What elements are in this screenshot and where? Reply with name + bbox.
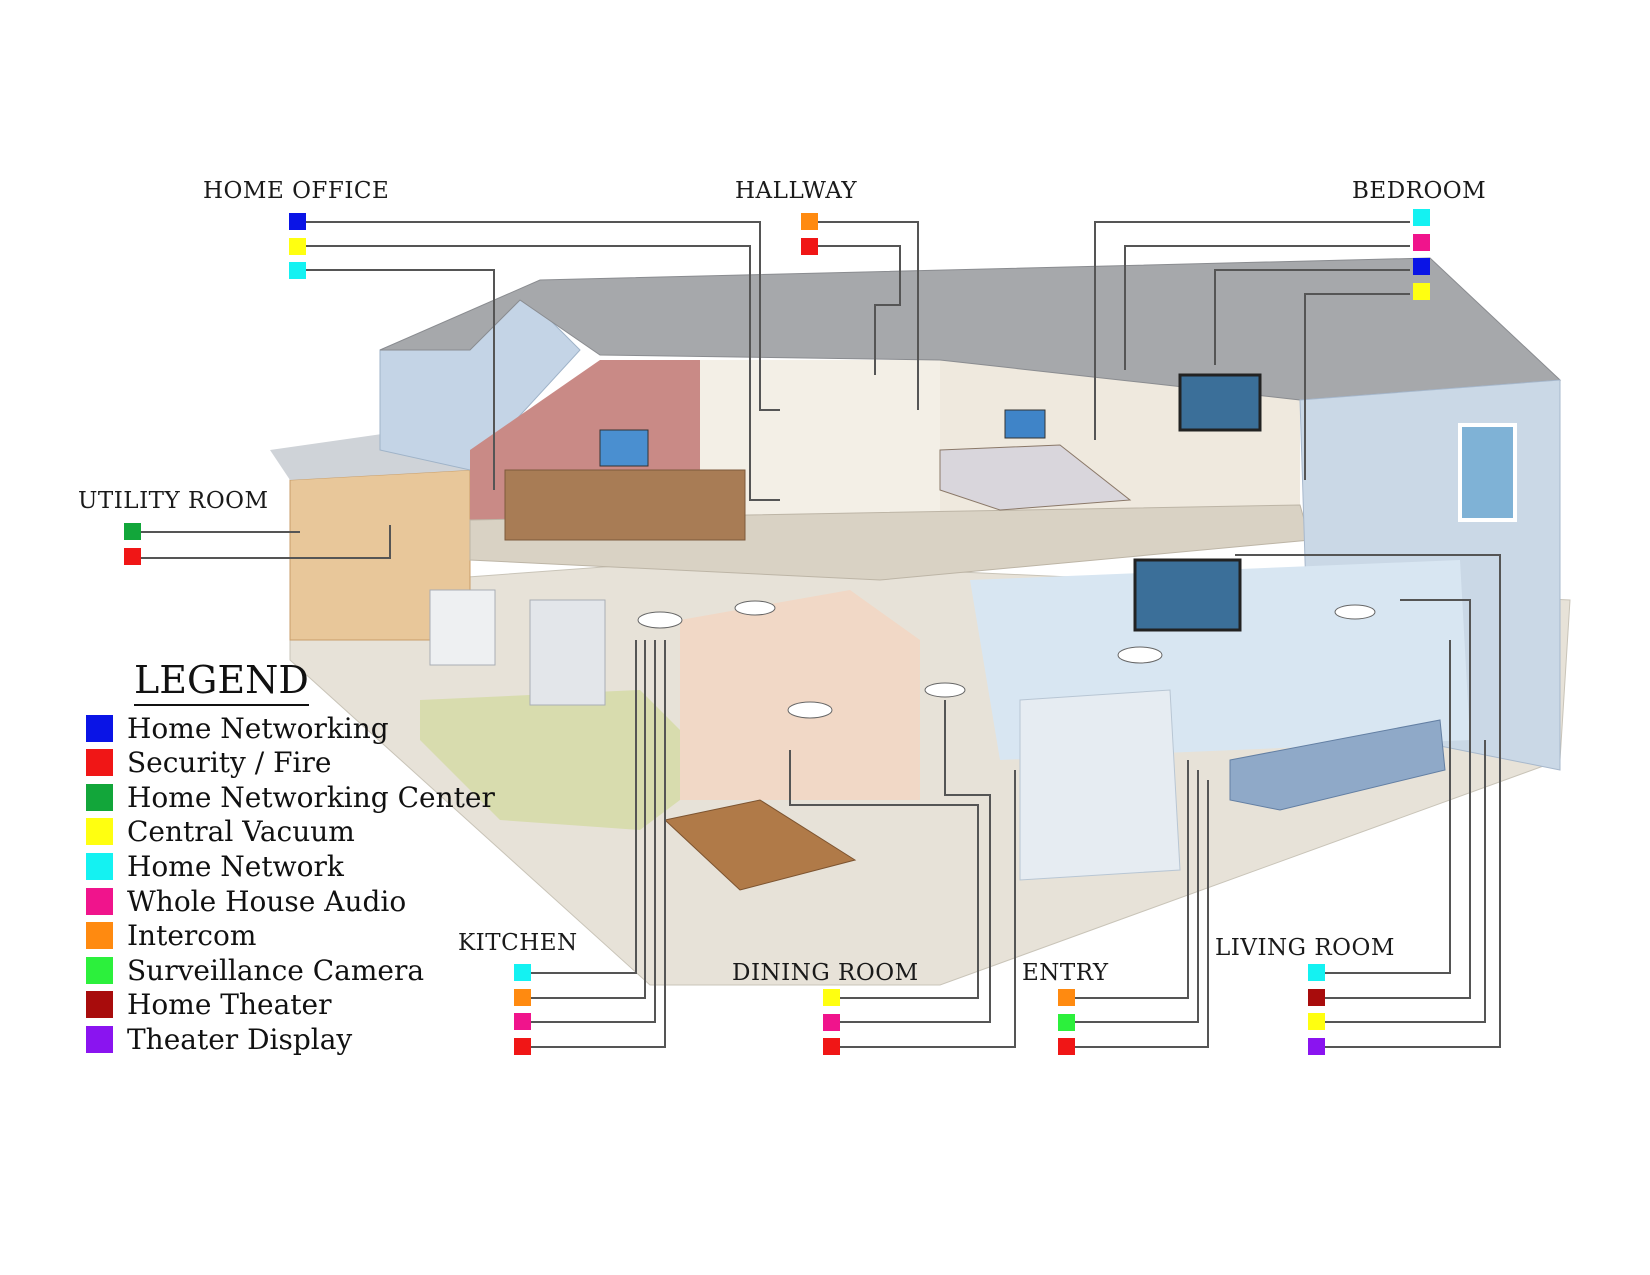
legend-item: Theater Display [86,1022,353,1056]
legend-item: Intercom [86,919,257,953]
legend-label: Intercom [127,919,257,953]
wiring-lines [140,221,1501,1048]
legend-title: LEGEND [134,659,309,706]
swatch-kitchen [514,1037,531,1055]
swatch-home-office [289,262,306,279]
swatch-kitchen [514,1013,531,1030]
dining-table [663,799,857,891]
swatch-bedroom [1413,258,1430,275]
legend-swatch [86,783,113,811]
ceiling-speaker [637,611,683,629]
swatch-entry [1058,1013,1075,1031]
legend-item: Home Networking Center [86,780,495,814]
legend-swatch [86,818,113,846]
swatch-dining-room [823,1013,840,1031]
legend-label: Home Theater [127,988,332,1022]
living-room-tv [1133,558,1242,632]
swatch-entry [1058,1038,1075,1055]
swatch-bedroom [1413,209,1430,226]
swatch-utility-room [124,547,141,565]
swatch-utility-room [124,523,141,540]
ceiling-speaker [1117,646,1163,664]
room-label-utility-room: UTILITY ROOM [78,488,269,514]
legend-label: Central Vacuum [127,815,355,849]
legend-label: Home Network [127,849,344,883]
legend-item: Central Vacuum [86,815,355,849]
swatch-living-room [1308,988,1325,1006]
room-label-bedroom: BEDROOM [1352,178,1487,204]
swatch-kitchen [514,988,531,1006]
office-desk [504,469,746,541]
legend-swatch [86,1025,113,1053]
swatch-home-office [289,237,306,255]
ceiling-speaker [924,682,966,698]
legend-item: Home Networking [86,711,389,745]
swatch-bedroom [1413,282,1430,300]
legend-swatch [86,922,113,950]
legend-swatch [86,956,113,984]
swatch-living-room [1308,1013,1325,1030]
legend-swatch [86,991,113,1019]
swatch-living-room [1308,1037,1325,1055]
swatch-entry [1058,989,1075,1006]
room-label-hallway: HALLWAY [735,178,858,204]
legend-label: Whole House Audio [127,884,407,918]
swatch-kitchen [514,964,531,981]
ceiling-speaker [787,701,833,719]
bed [939,444,1132,511]
legend-swatch [86,714,113,742]
laptop [1004,409,1046,439]
entry-wall [1019,689,1181,881]
ceiling-speaker [1334,604,1376,620]
swatch-bedroom [1413,233,1430,251]
legend-label: Theater Display [127,1022,353,1056]
swatch-dining-room [823,1038,840,1055]
legend-swatch [86,749,113,777]
legend-label: Security / Fire [127,746,332,780]
washer-dryer [429,589,496,666]
legend-item: Security / Fire [86,746,332,780]
swatch-hallway [801,213,818,230]
swatch-dining-room [823,989,840,1006]
ceiling-speaker [734,600,776,616]
sofa [1229,719,1446,811]
side-window [1458,423,1517,522]
dining-wall [680,590,920,800]
legend-item: Surveillance Camera [86,953,425,987]
kitchen-fridge [529,599,606,706]
legend-swatch [86,887,113,915]
legend-item: Home Network [86,849,344,883]
room-label-entry: ENTRY [1022,960,1109,986]
computer-monitor [599,429,649,467]
swatch-living-room [1308,964,1325,981]
legend-label: Home Networking Center [127,780,495,814]
room-label-home-office: HOME OFFICE [203,178,390,204]
legend-item: Home Theater [86,988,332,1022]
legend-item: Whole House Audio [86,884,407,918]
swatch-home-office [289,213,306,230]
room-label-kitchen: KITCHEN [458,930,578,956]
legend-label: Home Networking [127,711,389,745]
legend-label: Surveillance Camera [127,953,425,987]
room-label-dining-room: DINING ROOM [732,960,919,986]
swatch-hallway [801,237,818,255]
bedroom-tv [1178,373,1262,432]
room-label-living-room: LIVING ROOM [1215,935,1395,961]
legend-swatch [86,852,113,880]
